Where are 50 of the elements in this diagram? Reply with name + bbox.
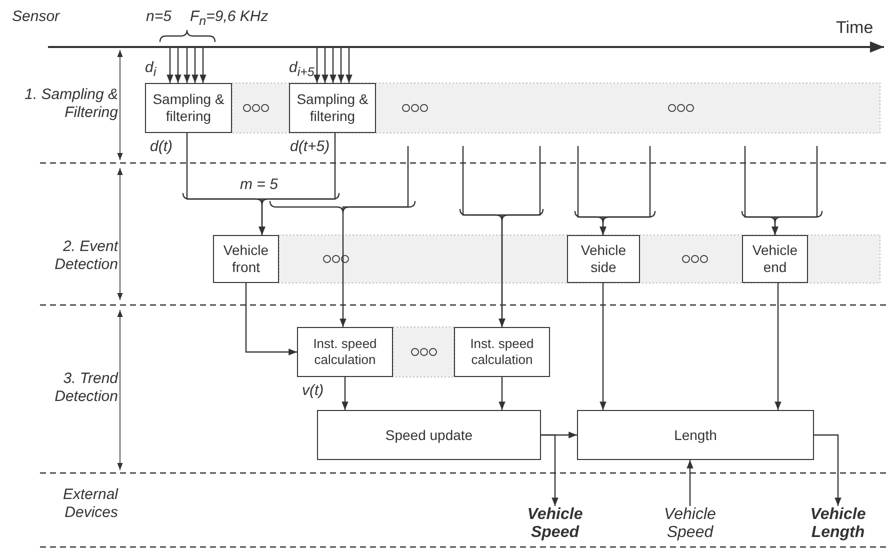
process-box: Inst. speed calculation: [454, 327, 550, 377]
arrow: [346, 48, 352, 83]
arrow: [192, 48, 198, 83]
arrow: [200, 48, 206, 83]
arrow: [258, 133, 336, 235]
parameter-label: n=5: [146, 8, 172, 26]
arrow: [772, 146, 818, 235]
arrow: [340, 146, 409, 327]
lane-title: Sensor: [12, 8, 60, 26]
arrow: [166, 48, 174, 83]
output-text: Vehicle Speed: [515, 506, 595, 546]
brace-label: m = 5: [240, 176, 278, 194]
arrow: [600, 146, 651, 235]
arrow: [600, 283, 606, 410]
arrow: [322, 48, 328, 83]
axis-label: Time: [836, 18, 874, 38]
arrow: [314, 48, 320, 83]
arrow: [814, 434, 842, 506]
arrow: [245, 283, 297, 356]
process-box: Sampling & filtering: [289, 83, 376, 133]
signal-label: d$_{i+5}$: [289, 59, 314, 80]
edge-label: d(t+5): [290, 138, 330, 156]
process-box: Length: [577, 410, 814, 460]
process-box: Speed update: [317, 410, 541, 460]
process-box: Inst. speed calculation: [297, 327, 393, 377]
arrow: [498, 146, 541, 327]
lane-title: External Devices: [62, 486, 118, 522]
arrow: [174, 48, 182, 83]
edge-label: d(t): [150, 138, 172, 156]
arrow: [686, 460, 694, 506]
arrow: [338, 48, 344, 83]
process-box: Vehicle side: [567, 235, 640, 283]
process-box: Sampling & filtering: [145, 83, 232, 133]
arrow: [330, 48, 336, 83]
arrow: [342, 377, 348, 410]
input-text: Vehicle Speed: [650, 506, 730, 546]
process-box: Vehicle front: [213, 235, 279, 283]
signal-label: d$_{i}$: [145, 59, 156, 80]
output-text: Vehicle Length: [798, 506, 878, 546]
edge-label: v(t): [302, 382, 324, 400]
lane-title: 2. Event Detection: [54, 238, 118, 274]
arrow: [541, 434, 558, 506]
lane-title: 1. Sampling & Filtering: [24, 86, 118, 122]
time-axis: [48, 41, 884, 53]
lane-title: 3. Trend Detection: [54, 370, 118, 406]
arrow: [774, 283, 782, 410]
arrow: [498, 377, 506, 410]
process-box: Vehicle end: [742, 235, 808, 283]
parameter-label: F$_{n}$=9,6 KHz: [190, 8, 268, 29]
arrow: [184, 48, 190, 83]
